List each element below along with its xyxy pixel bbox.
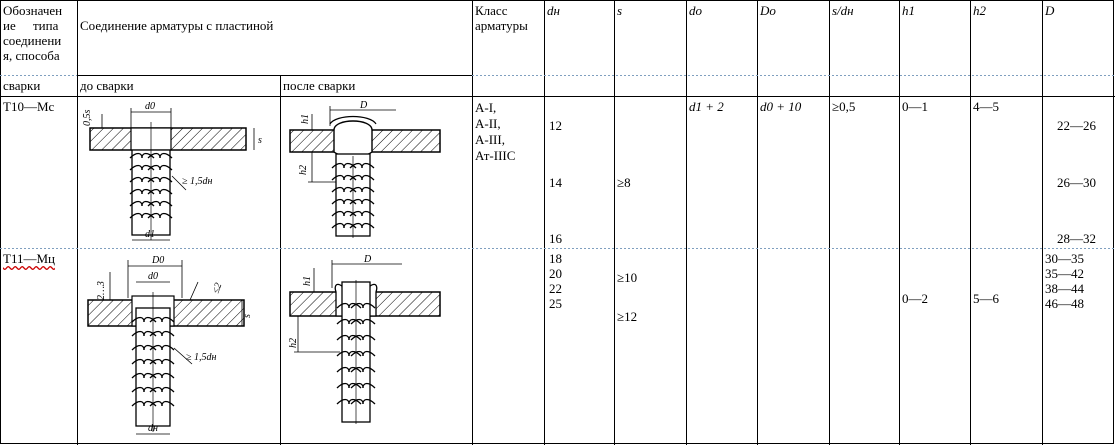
label-2-3: 2…3 <box>96 281 107 300</box>
row1-D-3: 28—32 <box>1057 231 1096 246</box>
label-dn: dн <box>148 423 158 434</box>
figure-t10-after-welding: D h1 h2 <box>289 100 441 238</box>
label-length-1-5dn: ≥ 1,5dн <box>182 176 212 187</box>
label-d0-t11: d0 <box>148 271 158 282</box>
row1-dn-12: 12 <box>549 118 562 133</box>
figure-t11-after-welding: D h1 h2 <box>288 254 441 424</box>
label-d0: d0 <box>145 101 155 112</box>
header-connection: Соединение арматуры с пластиной <box>80 18 274 33</box>
row2-s-2: ≥12 <box>617 309 638 324</box>
header-s-dn: s/dн <box>832 3 854 18</box>
header-d0: dо <box>689 3 702 18</box>
label-le2: ≤2 <box>210 281 224 295</box>
label-h2: h2 <box>298 165 309 175</box>
row2-h1: 0—2 <box>902 291 928 306</box>
label-h1: h1 <box>300 114 311 124</box>
header-dn: dн <box>547 3 560 18</box>
figure-t11-before-welding: D0 d0 2…3 ≤2 s ≥ 1,5dн dн <box>87 255 253 435</box>
row1-designation: Т10—Мс <box>3 99 55 114</box>
row2-designation: Т11—Мц <box>3 251 55 266</box>
header-h2: h2 <box>973 3 986 18</box>
row1-D0: d0 + 10 <box>760 99 802 114</box>
row1-s-dn: ≥0,5 <box>832 99 856 114</box>
label-D-t11: D <box>363 254 372 265</box>
label-D: D <box>359 100 368 111</box>
header-designation-cont: сварки <box>3 78 41 93</box>
row1-D-2: 26—30 <box>1057 175 1096 190</box>
label-length-1-5dn-t11: ≥ 1,5dн <box>186 352 216 363</box>
label-half-s: 0,5s <box>82 110 93 127</box>
label-d1: d1 <box>145 229 155 240</box>
row1-h2: 4—5 <box>973 99 999 114</box>
header-before-welding: до сварки <box>80 78 134 93</box>
label-h1-t11: h1 <box>302 276 313 286</box>
row1-dn-16: 16 <box>549 231 562 246</box>
row1-classes: А-I,А-II,А-III,Ат-IIIС <box>475 100 516 163</box>
header-s: s <box>617 3 623 18</box>
row1-D-1: 22—26 <box>1057 118 1096 133</box>
header-D: D <box>1045 3 1055 18</box>
row1-s: ≥8 <box>617 175 631 190</box>
label-D0: D0 <box>151 255 164 266</box>
row1-d0: d1 + 2 <box>689 99 724 114</box>
label-s: s <box>258 135 262 146</box>
header-h1: h1 <box>902 3 915 18</box>
row1-dn-14: 14 <box>549 175 562 190</box>
row2-s-1: ≥10 <box>617 270 638 285</box>
header-D0: Dо <box>760 3 776 18</box>
label-h2-t11: h2 <box>288 338 299 348</box>
row1-h1: 0—1 <box>902 99 928 114</box>
figure-t10-before-welding: d0 0,5s s ≥ 1,5dн d1 <box>82 101 262 241</box>
row2-h2: 5—6 <box>973 291 999 306</box>
header-after-welding: после сварки <box>283 78 356 93</box>
label-s-t11: s <box>242 314 253 318</box>
